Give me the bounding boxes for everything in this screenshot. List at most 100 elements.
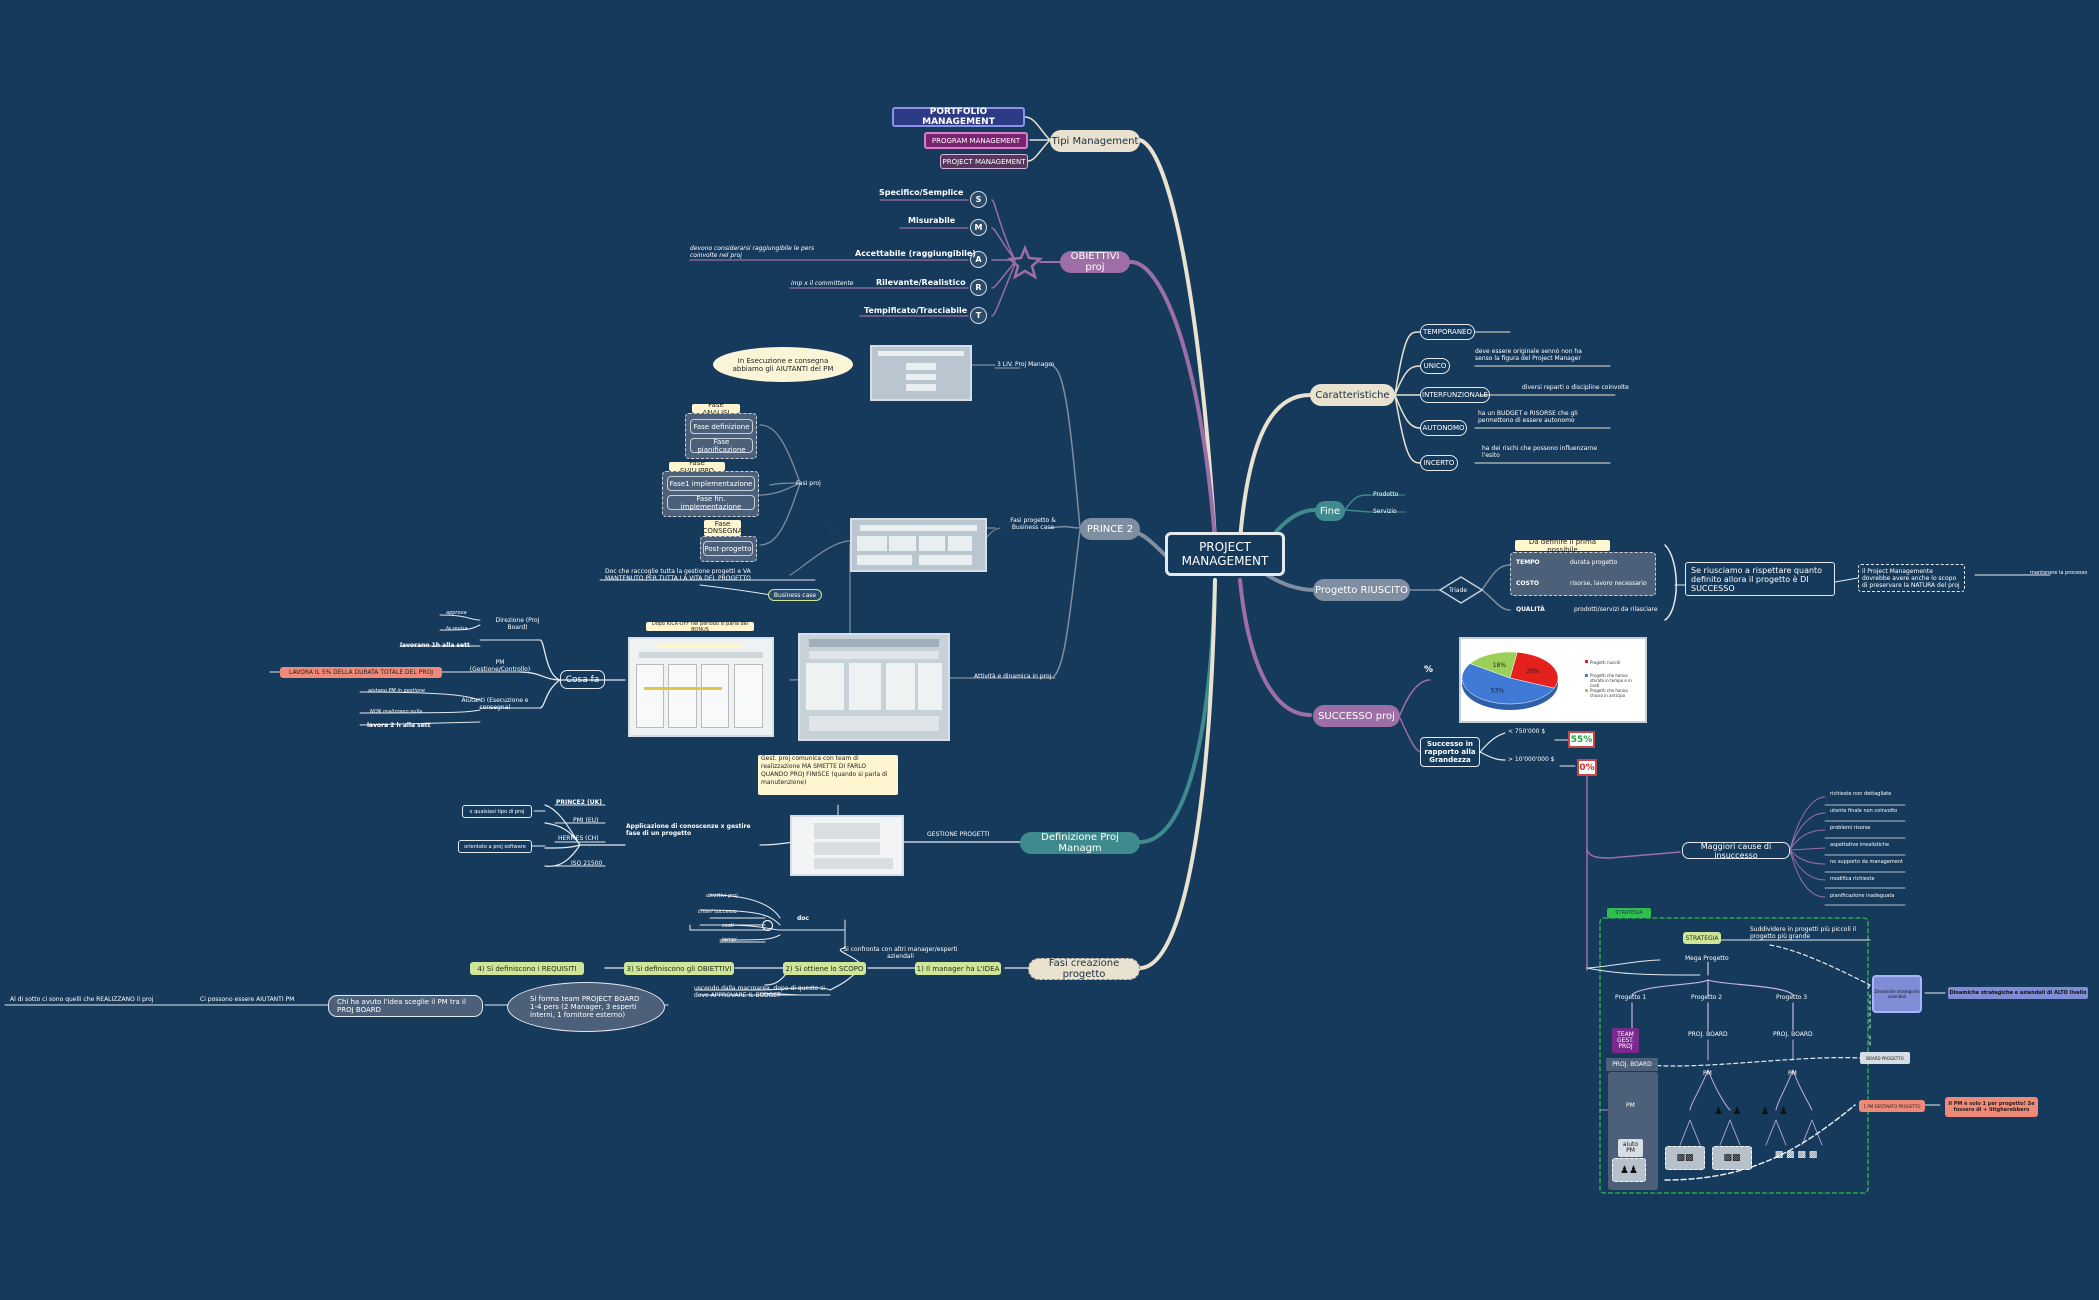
pm-note[interactable]: LAVORA IL 5% DELLA DURATA TOTALE DEL PRO… xyxy=(280,667,442,678)
pm-label-3: PM xyxy=(1788,1070,1797,1077)
riuscito-costo-key: COSTO xyxy=(1516,580,1540,587)
smart-letter-m: M xyxy=(970,219,987,236)
prince-activity-chart xyxy=(628,637,774,737)
board-progetto-box[interactable]: BOARD PROGETTO xyxy=(1860,1052,1910,1064)
definizione-node[interactable]: Definizione Proj Managm xyxy=(1020,832,1140,854)
triade-diamond xyxy=(1438,576,1484,604)
prince-3liv: 3 LIV. Proj Managm xyxy=(997,361,1055,368)
fase-sviluppo-tag: Fase SVILUPPO xyxy=(669,459,725,475)
pm-note-box[interactable]: Il PM è solo 1 per progetto! Se fossero … xyxy=(1945,1097,2038,1117)
car-autonomo[interactable]: AUTONOMO xyxy=(1420,420,1467,436)
applicazione-label: Applicazione di conoscenze x gestire fas… xyxy=(626,823,751,837)
prince2-node[interactable]: PRINCE 2 xyxy=(1080,518,1140,540)
car-incerto[interactable]: INCERTO xyxy=(1420,455,1458,471)
prince-attivita: Attività e dinamica in proj xyxy=(974,673,1052,680)
car-unico[interactable]: UNICO xyxy=(1420,358,1450,374)
riuscito-header: Da definire il prima possibile xyxy=(1515,538,1610,554)
proj-board-3: PROJ. BOARD xyxy=(1773,1031,1813,1038)
std-iso: ISO 21500 xyxy=(571,860,603,867)
car-temporaneo[interactable]: TEMPORANEO xyxy=(1420,324,1475,340)
aiu-note-1: aiutano PM in gestione xyxy=(368,688,426,694)
business-case-node[interactable]: Business case xyxy=(768,589,822,601)
pm-label: PM (Gestione/Controllo) xyxy=(469,659,531,673)
creazione-confronta: Si confronta con altri manager/esperti a… xyxy=(843,946,958,960)
creazione-node[interactable]: Fasi creazione progetto xyxy=(1028,958,1140,980)
proj-board-1[interactable]: PROJ. BOARD xyxy=(1606,1058,1658,1071)
strategia-node[interactable]: STRATEGIA xyxy=(1683,932,1721,944)
pie-legend-swatch-1 xyxy=(1585,660,1588,663)
pm-label-1: PM xyxy=(1626,1102,1635,1109)
creazione-chi[interactable]: Chi ha avuto l'idea sceglie il PM tra il… xyxy=(328,995,483,1017)
smart-letter-t: T xyxy=(970,307,987,324)
car-interfunzionale[interactable]: INTERFUNZIONALE xyxy=(1420,387,1490,403)
mega-progetto: Mega Progetto xyxy=(1685,955,1729,962)
smart-misurabile: Misurabile xyxy=(908,216,956,225)
successo-node[interactable]: SUCCESSO proj xyxy=(1313,705,1400,727)
branch-definizione xyxy=(1138,578,1217,844)
branch-obiettivi xyxy=(1128,259,1217,542)
step-2[interactable]: 2) Si ottiene lo SCOPO xyxy=(783,962,866,975)
riuscito-tempo-val: durata progetto xyxy=(1570,559,1618,566)
fase-implementazione[interactable]: Fase1 implementazione xyxy=(667,476,755,491)
direzione-label: Direzione (Proj Board) xyxy=(495,617,540,631)
insuccesso-item-5: no supporto da management xyxy=(1830,859,1903,865)
std-prince2: PRINCE2 (UK) xyxy=(556,799,603,806)
std-pmi: PMI (EU) xyxy=(573,817,599,824)
tipi-management-node[interactable]: Tipi Management xyxy=(1050,130,1140,152)
doc-item-1: obiettivi proj xyxy=(706,893,738,899)
fase-analisi-tag: Fase ANALISI xyxy=(692,401,740,417)
central-topic[interactable]: PROJECT MANAGEMENT xyxy=(1165,532,1285,576)
doc-item-2: criteri successo xyxy=(698,909,737,915)
grandezza-node[interactable]: Successo in rapporto alla Grandezza xyxy=(1420,737,1480,767)
progetto-2: Progetto 2 xyxy=(1691,994,1723,1001)
step-3[interactable]: 3) Si definiscono gli OBIETTIVI xyxy=(624,962,734,975)
insuccesso-item-2: utente finale non coinvolto xyxy=(1830,808,1898,814)
value-55: 55% xyxy=(1568,731,1595,748)
pie-legend-swatch-3 xyxy=(1585,689,1588,692)
fase-fin-implementazione[interactable]: Fase fin. implementazione xyxy=(667,495,755,511)
portfolio-management-node[interactable]: PORTFOLIO MANAGEMENT xyxy=(892,107,1025,127)
riuscito-nature[interactable]: il Project Managemente dovrebbe avere an… xyxy=(1858,564,1965,592)
branch-caratteristiche xyxy=(1238,393,1312,542)
proj-board-2: PROJ. BOARD xyxy=(1688,1031,1728,1038)
pm-side-box[interactable]: 1 PM DESTINATO PROGETTO xyxy=(1859,1100,1925,1112)
smart-note-r: imp x il committente xyxy=(791,280,854,287)
cosa-fa-node[interactable]: Cosa fa xyxy=(560,670,605,689)
project-management-node[interactable]: PROJECT MANAGEMENT xyxy=(940,154,1028,169)
insuccesso-node[interactable]: Maggiori cause di insuccesso xyxy=(1682,842,1790,860)
smart-specifico: Specifico/Semplice xyxy=(879,188,964,197)
pie-label-3: 18% xyxy=(1493,662,1507,669)
progetto-3: Progetto 3 xyxy=(1776,994,1808,1001)
branch-tipi xyxy=(1138,138,1217,542)
value-0: 0% xyxy=(1577,759,1597,776)
fase-definizione[interactable]: Fase definizione xyxy=(690,419,753,434)
progetto-riuscito-node[interactable]: Progetto RIUSCITO xyxy=(1313,579,1410,601)
program-management-node[interactable]: PROGRAM MANAGEMENT xyxy=(924,132,1028,149)
fase-pianificazione[interactable]: Fase pianificazione xyxy=(690,438,753,454)
caratteristiche-node[interactable]: Caratteristiche xyxy=(1310,384,1395,406)
std-note-2[interactable]: orientato a proj software xyxy=(458,840,532,853)
riuscito-qualita-key: QUALITÀ xyxy=(1516,606,1545,613)
insuccesso-item-1: richieste non dettagliate xyxy=(1830,791,1892,797)
definizione-diagram xyxy=(790,815,904,876)
doc-item-3: costi xyxy=(722,923,734,929)
team-gest-proj[interactable]: TEAM GEST. PROJ xyxy=(1612,1028,1639,1053)
post-progetto[interactable]: Post-progetto xyxy=(703,541,753,556)
obiettivi-node[interactable]: OBIETTIVI proj xyxy=(1060,251,1130,273)
creazione-doc: doc xyxy=(797,915,809,922)
dinamiche-left-box[interactable]: Dinamiche strategiche aziendali xyxy=(1872,975,1922,1013)
std-note-1[interactable]: x qualsiasi tipo di proj xyxy=(462,805,532,818)
creazione-team[interactable]: Si forma team PROJECT BOARD 1-4 pers (2 … xyxy=(507,982,665,1032)
team-member-group-1: ♟♟ xyxy=(1612,1158,1646,1182)
fine-node[interactable]: Fine xyxy=(1315,501,1345,521)
riuscito-qualita-val: prodotti/servizi da rilasciare xyxy=(1574,606,1658,613)
step-1[interactable]: 1) Il manager ha L'IDEA xyxy=(915,962,1001,975)
step-4[interactable]: 4) Si definiscono i REQUISITI xyxy=(470,962,584,975)
pie-label-1: 29% xyxy=(1526,668,1540,675)
creazione-aiutanti: Ci possono essere AIUTANTI PM xyxy=(200,996,295,1003)
smart-accettabile: Accettabile (raggiungibile) xyxy=(855,249,976,258)
dinamiche-box[interactable]: Dinamiche strategiche e aziendali di ALT… xyxy=(1948,987,2088,999)
doc-item-4: tempi xyxy=(722,937,737,943)
riuscito-conclusion[interactable]: Se riusciamo a rispettare quanto definit… xyxy=(1685,562,1835,596)
